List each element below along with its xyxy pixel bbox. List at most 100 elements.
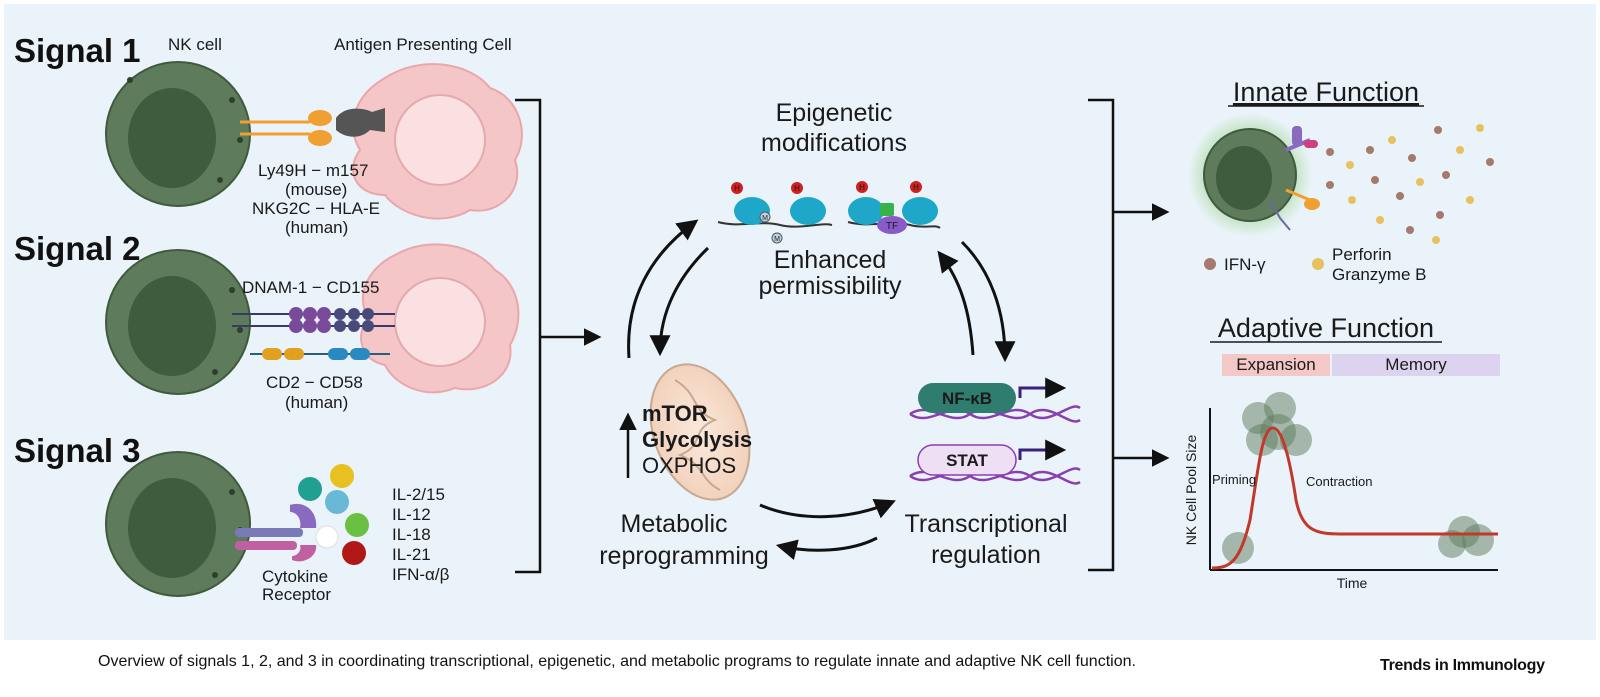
cytokine-ball-teal: [298, 477, 322, 501]
permissibility-line-1: Enhanced: [774, 246, 887, 274]
histone-mark-label-3: H: [859, 183, 865, 192]
histone-mark-label-2: H: [794, 184, 800, 193]
dnam1-cd155-pair: [232, 307, 395, 333]
signal2-group: Signal 2 DNAM-1 − CD155 CD2 − CD58 (huma…: [14, 230, 520, 412]
figure-caption: Overview of signals 1, 2, and 3 in coord…: [98, 653, 1136, 670]
innate-group: Innate Function IFN-γ Perforin Granzyme …: [1188, 77, 1494, 284]
nfkb-promoter-arrow: [1018, 377, 1067, 399]
arrow-transcriptional-to-epigenetic: [937, 250, 975, 356]
expansion-bar: [1222, 354, 1330, 376]
histone-mark-2: [791, 182, 803, 194]
signal2-line-1: CD2 − CD58: [266, 373, 363, 392]
apc-nucleus-1: [394, 94, 486, 186]
ifn-label: IFN-γ: [1224, 255, 1266, 274]
journal-name: Trends in Immunology: [1380, 657, 1545, 674]
nk-nucleus-1: [128, 88, 216, 188]
tf-box: [877, 216, 907, 234]
signal1-title: Signal 1: [14, 32, 141, 69]
epigenetic-line-2: modifications: [761, 129, 907, 157]
nucleosome-3: [848, 197, 884, 225]
nucleosome-4: [902, 197, 938, 225]
nfkb-label: NF-κB: [942, 389, 992, 408]
cytokine-il18: IL-18: [392, 525, 431, 544]
signal3-group: Signal 3 Cytokine Receptor IL-2/15 IL-12…: [14, 432, 450, 604]
histone-mark-1: [731, 182, 743, 194]
pathway-oxphos: OXPHOS: [642, 453, 736, 478]
cytokine-il21: IL-21: [392, 545, 431, 564]
signal1-line-3: NKG2C − HLA-E: [252, 199, 380, 218]
ifn-legend-dot: [1204, 258, 1216, 270]
metabolic-line-1: Metabolic: [621, 510, 728, 538]
permissibility-line-2: permissibility: [758, 272, 902, 300]
epigenetic-group: Epigenetic modifications H H M M TF H H …: [717, 99, 941, 300]
right-bracket: [1088, 98, 1115, 572]
signal1-line-2: (mouse): [285, 180, 347, 199]
pathway-glycolysis: Glycolysis: [642, 427, 752, 452]
apc-label: Antigen Presenting Cell: [334, 35, 512, 54]
x-axis-label: Time: [1337, 575, 1368, 591]
arrow-transcriptional-to-metabolic: [775, 536, 878, 561]
perforin-line-1: Perforin: [1332, 245, 1392, 264]
cytokine-receptor-line-2: Receptor: [262, 585, 331, 604]
dna-helix-1b: [909, 405, 1081, 420]
apc-nucleus-2: [394, 277, 486, 367]
transcriptional-line-2: regulation: [931, 541, 1041, 569]
memory-bar: [1332, 354, 1500, 376]
contraction-label: Contraction: [1306, 474, 1372, 489]
histone-mark-4: [910, 181, 922, 193]
pathway-mtor: mTOR: [642, 401, 708, 426]
innate-nk-nucleus: [1216, 146, 1272, 210]
nfkb-box: [918, 383, 1016, 413]
signal2-title: Signal 2: [14, 230, 141, 267]
arrow-epigenetic-to-transcriptional: [960, 240, 1016, 363]
signal3-title: Signal 3: [14, 432, 141, 469]
cytokine-ifn-ab: IFN-α/β: [392, 565, 450, 584]
histone-mark-3: [856, 181, 868, 193]
nk-nucleus-2: [128, 276, 216, 376]
dna-helix-2b: [909, 467, 1081, 482]
chromatin-strand-1: [717, 221, 833, 228]
cytokine-ball-white: [315, 525, 339, 549]
adaptive-title: Adaptive Function: [1218, 313, 1434, 343]
memory-label: Memory: [1385, 355, 1447, 374]
arrow-epigenetic-to-metabolic: [649, 246, 710, 357]
cytokine-il2-15: IL-2/15: [392, 485, 445, 504]
pool-size-curve: [1211, 426, 1498, 570]
nk-nucleus-3: [128, 478, 216, 578]
stat-promoter-arrow: [1018, 439, 1067, 461]
transcriptional-group: NF-κB STAT Transcriptional regulation: [904, 377, 1081, 569]
tf-label: TF: [886, 221, 898, 232]
nucleosome-2: [790, 197, 826, 225]
ly49h-receptor: [240, 110, 332, 146]
metabolic-group: mTOR Glycolysis OXPHOS Metabolic reprogr…: [599, 363, 769, 570]
cytokine-receptor: [235, 503, 317, 562]
innate-title: Innate Function: [1233, 77, 1419, 107]
signal2-label-1: DNAM-1 − CD155: [242, 278, 379, 297]
methyl-mark-2: [771, 232, 783, 244]
y-axis-label: NK Cell Pool Size: [1183, 435, 1199, 546]
stat-label: STAT: [946, 451, 988, 470]
priming-label: Priming: [1212, 472, 1256, 487]
innate-receptors: [1269, 126, 1320, 231]
expansion-label: Expansion: [1236, 355, 1315, 374]
signal2-line-2: (human): [285, 393, 348, 412]
m157-ligand: [336, 108, 385, 137]
cytokine-ball-green: [345, 513, 369, 537]
cytokine-ball-yellow: [330, 464, 354, 488]
transcriptional-line-1: Transcriptional: [904, 510, 1067, 538]
cytokine-ball-red: [342, 541, 366, 565]
adaptive-group: Adaptive Function Expansion Memory NK Ce…: [1183, 313, 1500, 591]
cytokine-receptor-line-1: Cytokine: [262, 567, 328, 586]
cytokine-ball-blue: [325, 490, 349, 514]
tf-green-box: [880, 203, 894, 216]
epigenetic-line-1: Epigenetic: [776, 99, 893, 127]
arrow-metabolic-to-transcriptional: [759, 498, 896, 519]
histone-mark-label-4: H: [913, 183, 919, 192]
nk-cell-label: NK cell: [168, 35, 222, 54]
perforin-line-2: Granzyme B: [1332, 265, 1426, 284]
methyl-mark-1: [759, 211, 771, 223]
cd2-cd58-pair: [250, 348, 390, 360]
stat-box: [917, 444, 1017, 476]
